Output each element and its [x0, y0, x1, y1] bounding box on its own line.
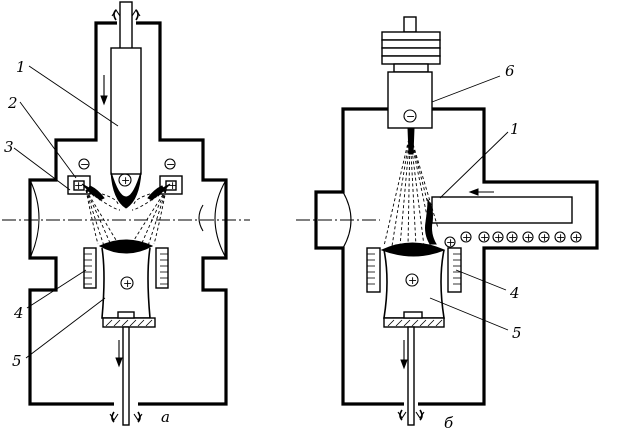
cathode-right-a: [159, 175, 183, 195]
feed-charge: +: [556, 231, 565, 244]
feed-charge: +: [462, 231, 471, 244]
feed-charge: +: [494, 231, 503, 244]
crystallizer-b: [366, 247, 462, 293]
label-4-b: 4: [509, 284, 520, 302]
caption-a: a: [161, 408, 170, 426]
withdrawal-table-b: [383, 311, 445, 426]
left-port-window-a: [29, 179, 40, 259]
label-3-a: 3: [4, 138, 14, 156]
charge-circle: [120, 276, 134, 290]
label-2-a: 2: [7, 94, 18, 112]
charge-circle: [78, 158, 90, 170]
panel-a: + − − + +: [2, 1, 250, 426]
panel-b: − + + + + + + + + +: [296, 16, 599, 432]
label-6-b: 6: [505, 62, 515, 80]
anode-charge-top-a: +: [121, 174, 130, 187]
feed-charge: +: [524, 231, 533, 244]
leader-lines-b: [429, 75, 509, 331]
right-port-window-a: [214, 179, 227, 259]
gun-charge-b: −: [406, 110, 415, 123]
upper-electrode-a: [100, 1, 142, 209]
leader-lines-a: [13, 65, 119, 359]
charge-circle: [118, 173, 132, 187]
label-1-b: 1: [510, 120, 520, 138]
caption-b: б: [444, 414, 454, 432]
cathode-right-pos-a: +: [168, 179, 177, 192]
label-4-a: 4: [13, 304, 24, 322]
right-port-inner-a: [198, 204, 204, 232]
cathode-left-neg-a: −: [80, 158, 89, 171]
cathode-right-neg-a: −: [166, 158, 175, 171]
label-5-a: 5: [12, 352, 22, 370]
ingot-charge-b: +: [408, 274, 417, 287]
feed-charge: +: [540, 231, 549, 244]
crystallizer-a: [83, 247, 169, 289]
charge-circle: [403, 109, 417, 123]
chamber-wall-a: [28, 21, 228, 406]
label-5-b: 5: [512, 324, 522, 342]
charge-circle: [405, 273, 419, 287]
top-port-clamp-a: [111, 9, 141, 21]
electron-gun-b: [381, 16, 441, 129]
chamber-wall-b: [314, 107, 599, 406]
charge-circle: [164, 158, 176, 170]
feed-charge: +: [480, 231, 489, 244]
feed-charge: +: [446, 236, 455, 249]
feed-charge: +: [572, 231, 581, 244]
feed-charge-row-b: + + + + + + + + +: [444, 231, 582, 249]
feed-charge: +: [508, 231, 517, 244]
cathode-left-pos-a: +: [74, 179, 83, 192]
label-1-a: 1: [16, 58, 26, 76]
feed-rod-b: [425, 188, 573, 245]
melt-pool-a: [98, 239, 154, 254]
withdrawal-table-a: [102, 311, 156, 426]
cathode-left-a: [67, 175, 91, 195]
electron-beam-fan-b: [383, 127, 439, 247]
melt-pool-b: [380, 242, 446, 257]
anode-charge-bottom-a: +: [123, 277, 132, 290]
